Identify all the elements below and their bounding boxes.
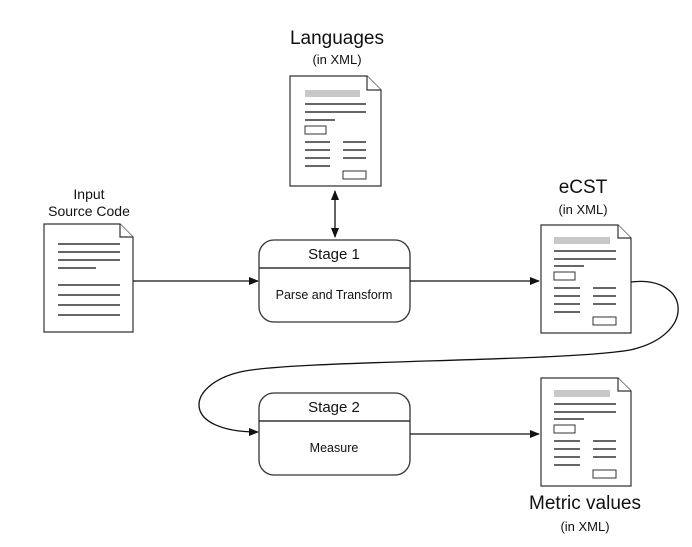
input-label-line1: Input xyxy=(73,186,104,202)
ecst-subtitle: (in XML) xyxy=(558,202,607,217)
languages-document-icon xyxy=(289,75,382,187)
ecst-title: eCST xyxy=(559,177,608,198)
metric-subtitle: (in XML) xyxy=(560,519,609,534)
metric-values-document-icon xyxy=(540,377,632,487)
metric-title: Metric values xyxy=(529,493,641,514)
stage2-action: Measure xyxy=(310,441,359,455)
stage1-box xyxy=(258,239,411,323)
input-label-line2: Source Code xyxy=(48,203,130,219)
stage2-title: Stage 2 xyxy=(308,399,360,416)
languages-title: Languages xyxy=(290,28,384,49)
stage1-title: Stage 1 xyxy=(308,246,360,263)
source-code-document-icon xyxy=(43,223,134,333)
stage2-box xyxy=(258,392,411,476)
stage1-action: Parse and Transform xyxy=(276,288,393,302)
ecst-to-stage2-connector xyxy=(198,280,679,436)
ecst-document-icon xyxy=(540,224,632,334)
languages-subtitle: (in XML) xyxy=(312,52,361,67)
